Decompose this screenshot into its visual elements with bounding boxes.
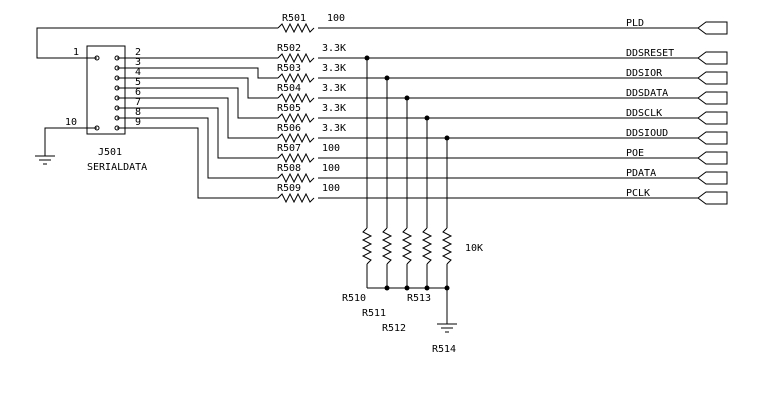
junctions	[364, 55, 450, 291]
net-labels: PLD DDSRESET DDSIOR DDSDATA DDSCLK DDSIO…	[626, 18, 674, 199]
pin-label-2: 2	[135, 47, 141, 58]
pulldown-value: 10K	[465, 243, 483, 254]
r505-value: 3.3K	[322, 103, 346, 114]
r501-value: 100	[327, 13, 345, 24]
net-label-ddsclk: DDSCLK	[626, 108, 662, 119]
resistor-r511-symbol	[381, 227, 393, 265]
connector-body	[86, 45, 126, 135]
resistor-r510-symbol	[361, 227, 373, 265]
r514-ref: R514	[432, 344, 456, 355]
resistor-r502-symbol	[277, 52, 315, 64]
junction-dot	[404, 285, 410, 291]
resistor-r503-symbol	[277, 72, 315, 84]
junction-dot	[424, 115, 430, 121]
net-label-pdata: PDATA	[626, 168, 656, 179]
off-page-connector-icon	[697, 21, 728, 35]
r505-ref: R505	[277, 103, 301, 114]
resistor-r501-symbol	[277, 22, 315, 34]
r503-ref: R503	[277, 63, 301, 74]
resistor-r514-symbol	[441, 227, 453, 265]
r510-ref: R510	[342, 293, 366, 304]
net-label-ddsioud: DDSIOUD	[626, 128, 668, 139]
off-page-connector-icon	[697, 71, 728, 85]
pin-label-1: 1	[73, 47, 79, 58]
resistor-r508-symbol	[277, 172, 315, 184]
r512-ref: R512	[382, 323, 406, 334]
pin-label-4: 4	[135, 67, 141, 78]
resistor-r505-symbol	[277, 112, 315, 124]
r507-value: 100	[322, 143, 340, 154]
junction-dot	[404, 95, 410, 101]
junction-dot	[424, 285, 430, 291]
junction-dot	[444, 285, 450, 291]
pulldown-network: 10K R510 R511 R512 R513 R514	[342, 58, 483, 355]
r508-ref: R508	[277, 163, 301, 174]
r506-value: 3.3K	[322, 123, 346, 134]
r504-value: 3.3K	[322, 83, 346, 94]
off-page-connector-icon	[697, 131, 728, 145]
signal-wires	[117, 52, 698, 204]
r509-ref: R509	[277, 183, 301, 194]
resistor-r513-symbol	[421, 227, 433, 265]
pin-label-6: 6	[135, 87, 141, 98]
off-page-connector-icon	[697, 91, 728, 105]
r502-value: 3.3K	[322, 43, 346, 54]
r501-ref: R501	[282, 13, 306, 24]
pin-label-7: 7	[135, 97, 141, 108]
off-page-connector-icon	[697, 151, 728, 165]
off-page-connector-icon	[697, 51, 728, 65]
net-label-ddsdata: DDSDATA	[626, 88, 668, 99]
resistor-r509-symbol	[277, 192, 315, 204]
net-label-ddsior: DDSIOR	[626, 68, 663, 79]
r504-ref: R504	[277, 83, 301, 94]
net-label-ddsreset: DDSRESET	[626, 48, 674, 59]
resistor-r504-symbol	[277, 92, 315, 104]
off-page-connector-icon	[697, 171, 728, 185]
pin-label-8: 8	[135, 107, 141, 118]
pin-label-5: 5	[135, 77, 141, 88]
pin-label-9: 9	[135, 117, 141, 128]
resistor-r506-symbol	[277, 132, 315, 144]
off-page-connectors	[697, 21, 728, 205]
junction-dot	[444, 135, 450, 141]
r508-value: 100	[322, 163, 340, 174]
connector-j501: 1 2 3 4 5 6 7 8 9 10 J501 SERIALDATA	[65, 45, 147, 173]
ground-icon	[437, 323, 457, 333]
connector-name: SERIALDATA	[87, 162, 147, 173]
ground-icon	[35, 155, 55, 165]
r507-ref: R507	[277, 143, 301, 154]
junction-dot	[384, 75, 390, 81]
r509-value: 100	[322, 183, 340, 194]
connector-ref: J501	[98, 147, 122, 158]
resistor-r507-symbol	[277, 152, 315, 164]
pin-1-wire	[36, 22, 698, 59]
off-page-connector-icon	[697, 191, 728, 205]
off-page-connector-icon	[697, 111, 728, 125]
net-label-pclk: PCLK	[626, 188, 650, 199]
junction-dot	[384, 285, 390, 291]
r511-ref: R511	[362, 308, 386, 319]
r506-ref: R506	[277, 123, 301, 134]
net-label-poe: POE	[626, 148, 644, 159]
series-resistor-labels: R501 100 R502 3.3K R503 3.3K R504 3.3K R…	[277, 13, 346, 194]
pin-label-10: 10	[65, 117, 77, 128]
r513-ref: R513	[407, 293, 431, 304]
r502-ref: R502	[277, 43, 301, 54]
net-label-pld: PLD	[626, 18, 644, 29]
pin-10-ground-wire	[35, 127, 97, 165]
junction-dot	[364, 55, 370, 61]
resistor-r512-symbol	[401, 227, 413, 265]
pin-label-3: 3	[135, 57, 141, 68]
r503-value: 3.3K	[322, 63, 346, 74]
